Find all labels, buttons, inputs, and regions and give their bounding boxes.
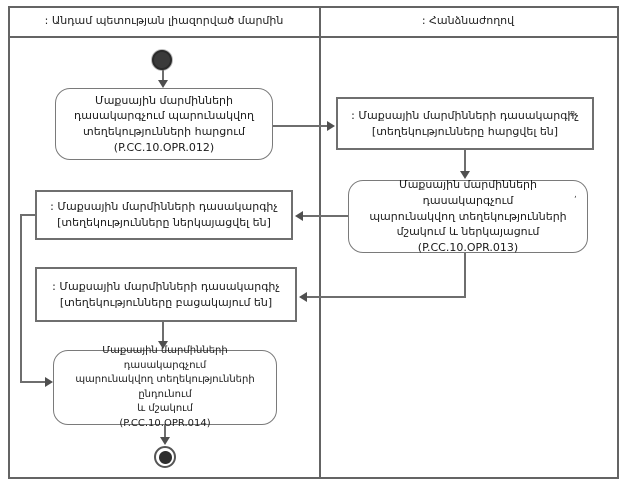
arrowhead-opr014-to-final [160,437,170,445]
swimlane-divider [319,6,321,477]
arrowhead-queried-to-opr013 [460,171,470,179]
stray-character-b: в [570,109,576,119]
initial-node [152,50,172,70]
action-node-opr013-label: Մաքսային մարմինների դասակարգչում պարունա… [369,178,567,254]
edge-opr012-to-queried [273,125,327,127]
edge-opr013-to-presented [303,215,348,217]
object-node-absent: : Մաքսային մարմինների դասակարգիչ [տեղեկո… [35,267,297,322]
action-node-opr012-label: Մաքսային մարմինների դասակարգչում պարունա… [74,93,254,154]
diagram-frame [8,6,619,479]
edge-opr013-to-absent [307,296,466,298]
final-node [154,446,176,468]
edge-opr013-down [464,253,466,298]
edge-queried-to-opr013 [464,150,466,172]
object-node-absent-label: : Մաքսային մարմինների դասակարգիչ [տեղեկո… [52,279,280,309]
arrowhead-opr013-to-absent [299,292,307,302]
lane-header-member-state: : Անդամ պետության լիազորված մարմին [44,14,284,27]
edge-presented-out-left [20,214,35,216]
edge-presented-to-opr014 [20,381,45,383]
arrowhead-presented-to-opr014 [45,377,53,387]
action-node-opr013: Մաքսային մարմինների դասակարգչում պարունա… [348,178,588,254]
arrowhead-absent-to-opr014 [158,341,168,349]
object-node-presented-label: : Մաքսային մարմինների դասակարգիչ [տեղեկո… [50,200,278,229]
arrowhead-opr013-to-presented [295,211,303,221]
object-node-presented: : Մաքսային մարմինների դասակարգիչ [տեղեկո… [35,190,293,240]
action-node-opr014-label: Մաքսային մարմինների դասակարգչում պարունա… [75,345,255,429]
stray-character-comma: , [574,190,577,200]
edge-presented-down [20,214,22,383]
edge-opr014-to-final [164,425,166,438]
final-node-core [158,450,172,464]
lane-header-commission: : Հանձնաժողով [421,14,515,27]
action-node-opr014: Մաքսային մարմինների դասակարգչում պարունա… [53,345,277,429]
header-separator-line [8,36,617,38]
edge-absent-to-opr014 [162,322,164,342]
object-node-queried-label: : Մաքսային մարմինների դասակարգիչ [տեղեկո… [351,108,579,138]
arrowhead-initial-to-opr012 [158,80,168,88]
object-node-queried: : Մաքսային մարմինների դասակարգիչ [տեղեկո… [336,97,594,150]
arrowhead-opr012-to-queried [327,121,335,131]
edge-initial-to-opr012 [162,70,164,81]
action-node-opr012: Մաքսային մարմինների դասակարգչում պարունա… [55,88,273,160]
